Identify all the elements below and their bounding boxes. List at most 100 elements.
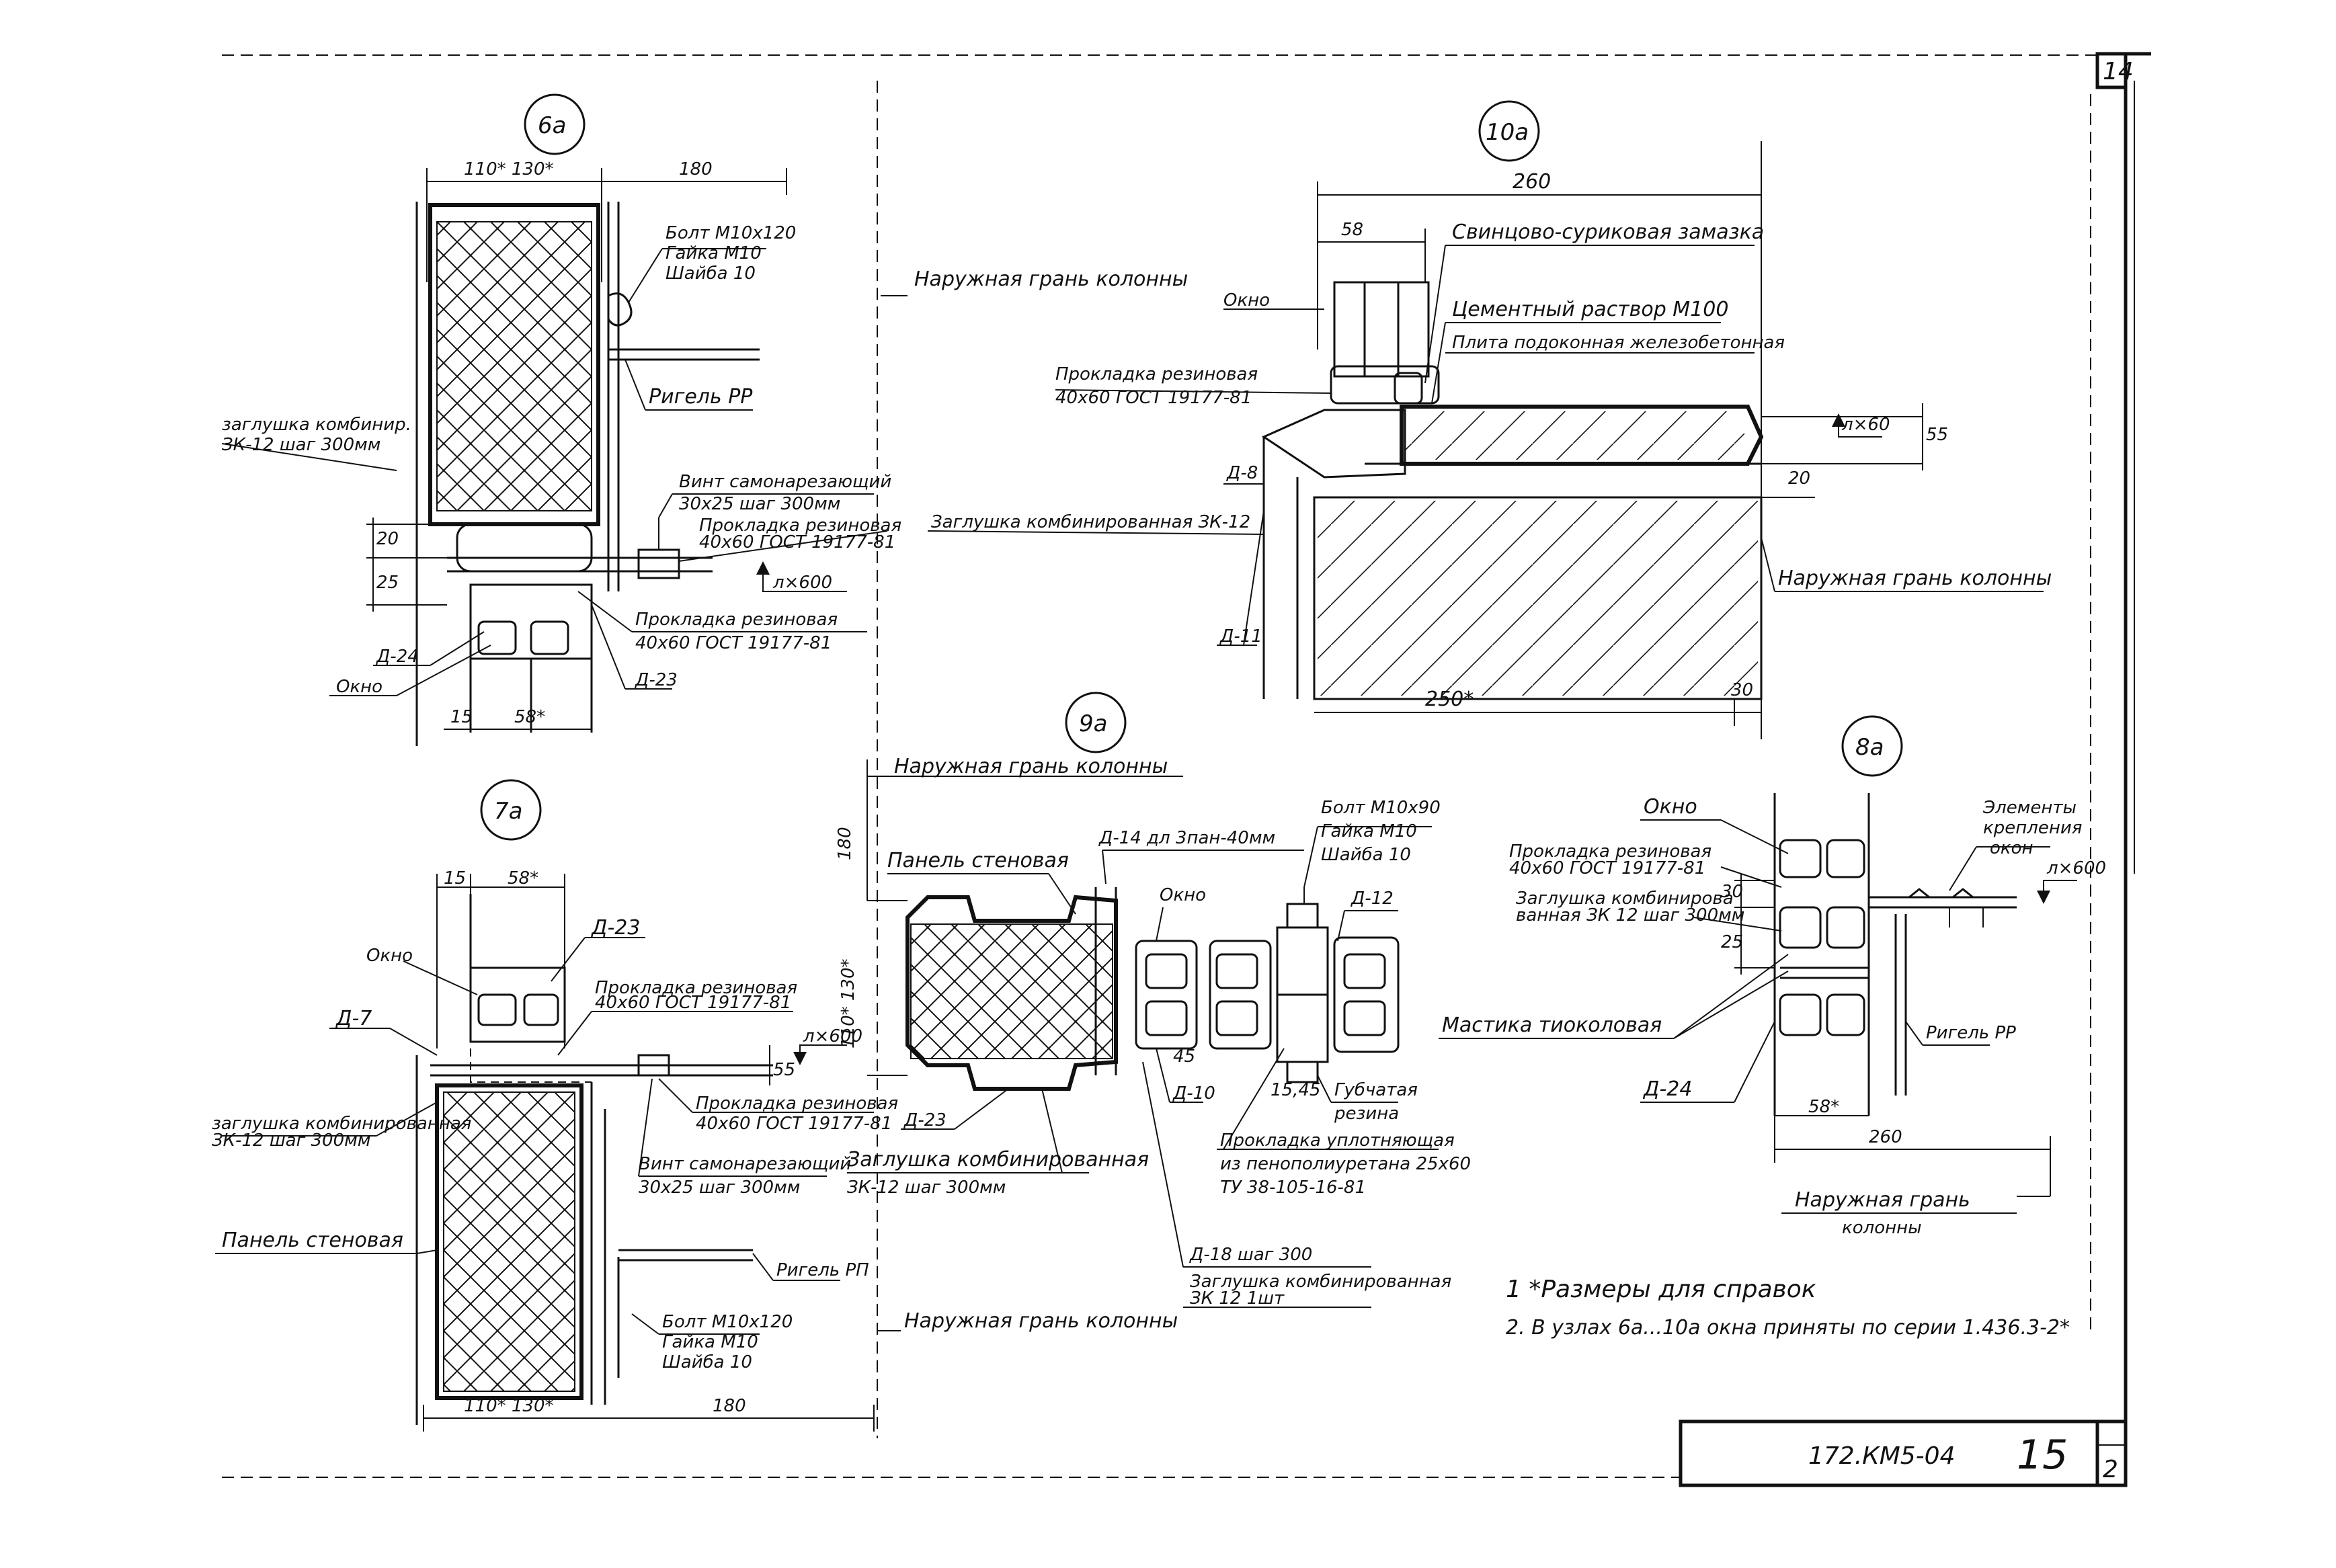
callout-screw: Винт самонарезающий (639, 1154, 851, 1174)
callout-nut: Гайка М10 (666, 243, 762, 263)
callout-part: Д-18 шаг 300 (1189, 1245, 1312, 1265)
callout-part: Д-12 (1351, 889, 1394, 909)
dim-label: 110* 130* (838, 958, 858, 1048)
callout-gasket-spec: ТУ 38-105-16-81 (1220, 1178, 1366, 1198)
callout-level: л×60 (1841, 415, 1890, 435)
dim-label: 58* (1808, 1097, 1839, 1117)
dim-label: 15 (450, 707, 473, 727)
node-marker-circle (524, 93, 586, 155)
dim-label: 25 (376, 573, 399, 593)
callout-crossbar: Ригель РР (649, 385, 753, 409)
callout-mortar: Цементный раствор М100 (1452, 298, 1728, 321)
dim-label: 58* (508, 868, 538, 889)
dim-label: 20 (1788, 468, 1810, 489)
callout-window: Окно (1223, 290, 1270, 311)
callout-nut: Гайка М10 (662, 1332, 758, 1352)
callout-part: Д-7 (335, 1007, 372, 1030)
dim-label: 20 (376, 529, 399, 549)
callout-washer: Шайба 10 (666, 263, 756, 284)
callout-part: Д-24 (376, 647, 419, 667)
dim-label: 180 (835, 827, 855, 860)
callout-crossbar: Ригель РР (1926, 1023, 2016, 1043)
callout-gasket: Прокладка резиновая (696, 1094, 898, 1114)
callout-crossbar: Ригель РП (776, 1260, 869, 1280)
callout-outer-face: Наружная грань (1795, 1188, 1970, 1212)
title-block (1679, 1419, 2128, 1487)
dim-label: 180 (713, 1396, 746, 1416)
callout-gasket-spec: 40х60 ГОСТ 19177-81 (595, 993, 791, 1013)
callout-plug: Заглушка комбинированная (1190, 1272, 1451, 1292)
node-marker-circle (1065, 692, 1127, 753)
callout-window: Окно (1644, 795, 1697, 819)
dim-label: 250* (1425, 688, 1474, 711)
callout-level: л×600 (772, 573, 832, 593)
callout-rubber: резина (1334, 1104, 1399, 1124)
callout-panel: Панель стеновая (887, 849, 1069, 872)
callout-outer-face: колонны (1842, 1218, 1922, 1238)
wall-panel (435, 1083, 583, 1400)
dim-label: 260 (1513, 170, 1551, 194)
callout-gasket-spec: из пенополиуретана 25х60 (1220, 1154, 1471, 1174)
callout-gasket: Прокладка резиновая (635, 610, 838, 630)
callout-gasket: Прокладка уплотняющая (1220, 1130, 1455, 1151)
callout-part: Д-14 дл 3пан-40мм (1098, 828, 1275, 848)
callout-part: Д-23 (590, 916, 640, 940)
callout-plug: Заглушка комбинированная (847, 1148, 1149, 1171)
callout-window: Окно (1160, 885, 1206, 905)
node-marker-label: 7а (494, 798, 522, 825)
callout-plug: Заглушка комбинированная ЗК-12 (931, 512, 1250, 532)
callout-elements: окон (1990, 838, 2033, 858)
callout-level: л×600 (2046, 858, 2106, 878)
dim-label: 15 (444, 868, 466, 889)
callout-window: Окно (336, 677, 382, 697)
dim-label: 30 (1731, 680, 1753, 700)
callout-washer: Шайба 10 (1321, 845, 1411, 865)
callout-washer: Шайба 10 (662, 1352, 752, 1372)
callout-panel: Панель стеновая (222, 1229, 403, 1252)
callout-mastic: Мастика тиоколовая (1442, 1014, 1662, 1037)
node-marker-label: 9а (1079, 710, 1107, 737)
callout-plug: заглушка комбинированная (212, 1114, 471, 1134)
node-8a: 8а 58* 260 30 25 Окно (1439, 715, 2106, 1238)
sheet-label: 2 (2103, 1456, 2118, 1483)
node-7a: 7а 15 58* 55 л×600 110* (212, 779, 1178, 1432)
callout-gasket-spec: 40х60 ГОСТ 19177-81 (1509, 858, 1705, 878)
callout-plug: Заглушка комбинирова (1516, 889, 1734, 909)
callout-gasket: Прокладка резиновая (595, 978, 797, 998)
callout-gasket-spec: 40х60 ГОСТ 19177-81 (696, 1114, 892, 1134)
dim-label: 45 (1173, 1046, 1195, 1067)
node-marker-label: 6а (538, 112, 566, 139)
callout-part: Д-10 (1172, 1083, 1215, 1104)
callout-outer-face: Наружная грань колонны (914, 267, 1188, 291)
callout-bolt: Болт М10х90 (1321, 798, 1441, 818)
callout-window: Окно (366, 946, 413, 966)
callout-plug: заглушка комбинир. (222, 415, 411, 435)
callout-gasket: Прокладка резиновая (1509, 841, 1711, 862)
callout-gasket-spec: 40х60 ГОСТ 19177-81 (635, 633, 832, 653)
callout-outer-face: Наружная грань колонны (904, 1309, 1178, 1333)
page-number: 15 (2017, 1432, 2068, 1479)
dim-label: 260 (1869, 1127, 1902, 1147)
drawing-code: 172.КМ5-04 (1808, 1442, 1955, 1470)
callout-part: Д-24 (1642, 1077, 1692, 1101)
dim-label: 110* 130* (464, 1396, 554, 1416)
dim-label: 110* 130* (464, 159, 554, 179)
callout-screw-step: 30х25 шаг 300мм (639, 1178, 800, 1198)
dim-label: 30 (1721, 882, 1743, 902)
dim-label: 15,45 (1271, 1080, 1320, 1100)
node-marker-label: 8а (1855, 734, 1884, 761)
node-marker-circle (480, 779, 542, 841)
dim-label: 180 (679, 159, 713, 179)
callout-gasket-spec: 40х60 ГОСТ 19177-81 (1055, 388, 1252, 408)
node-marker-circle (1841, 715, 1903, 777)
callout-screw: Винт самонарезающий (679, 472, 891, 492)
callout-bolt: Болт М10х120 (666, 223, 796, 243)
node-10a: 10а 260 58 250* 30 55 20 (927, 100, 2052, 739)
column (1313, 496, 1763, 700)
node-9a: 9а Наружная грань колонны 180 110* 130* (835, 81, 1471, 1438)
callout-gasket-spec: 40х60 ГОСТ 19177-81 (699, 532, 895, 552)
callout-outer-face: Наружная грань колонны (894, 755, 1168, 778)
sheet-number: 14 (2103, 58, 2134, 85)
note-2: 2. В узлах 6а...10а окна приняты по сери… (1506, 1316, 2070, 1339)
callout-part: Д-8 (1226, 463, 1258, 483)
